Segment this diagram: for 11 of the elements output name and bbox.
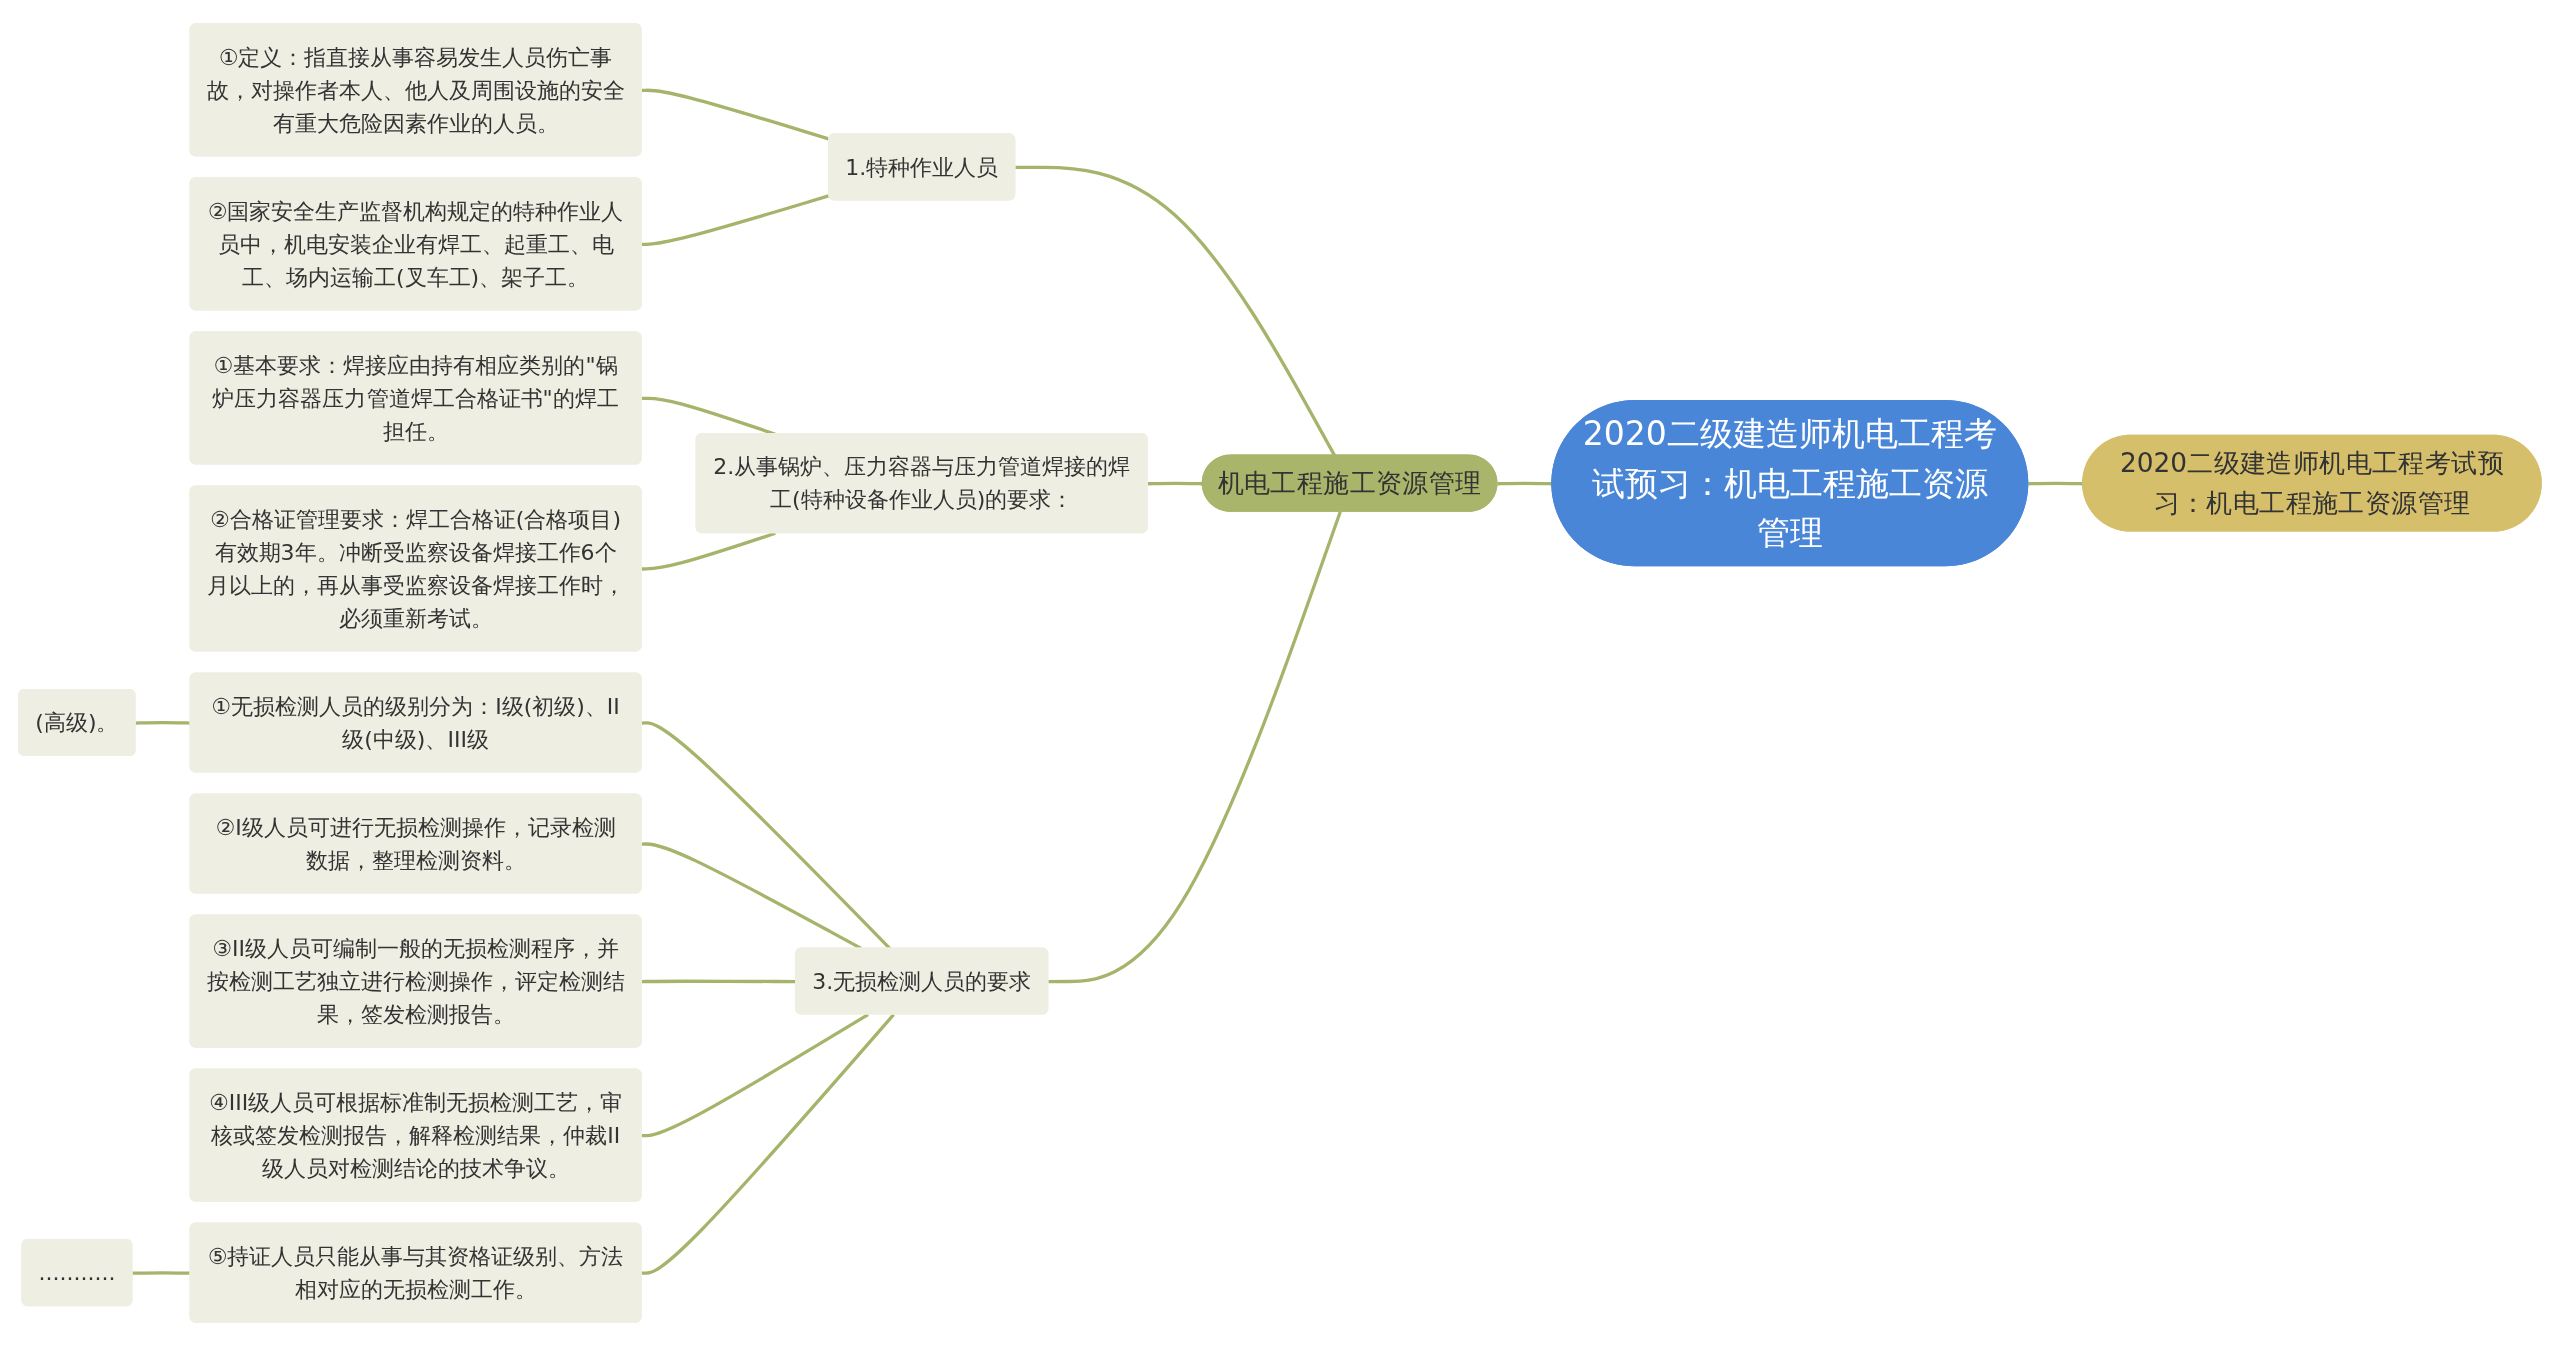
connector — [641, 721, 892, 950]
connector — [1048, 511, 1342, 984]
connector — [641, 531, 776, 571]
connector — [641, 1013, 869, 1138]
connector — [641, 194, 830, 247]
connector — [1147, 481, 1203, 486]
connector — [641, 1013, 895, 1275]
connector — [641, 88, 830, 141]
connector — [132, 1271, 191, 1275]
connector — [135, 721, 191, 725]
connector — [1015, 165, 1337, 457]
